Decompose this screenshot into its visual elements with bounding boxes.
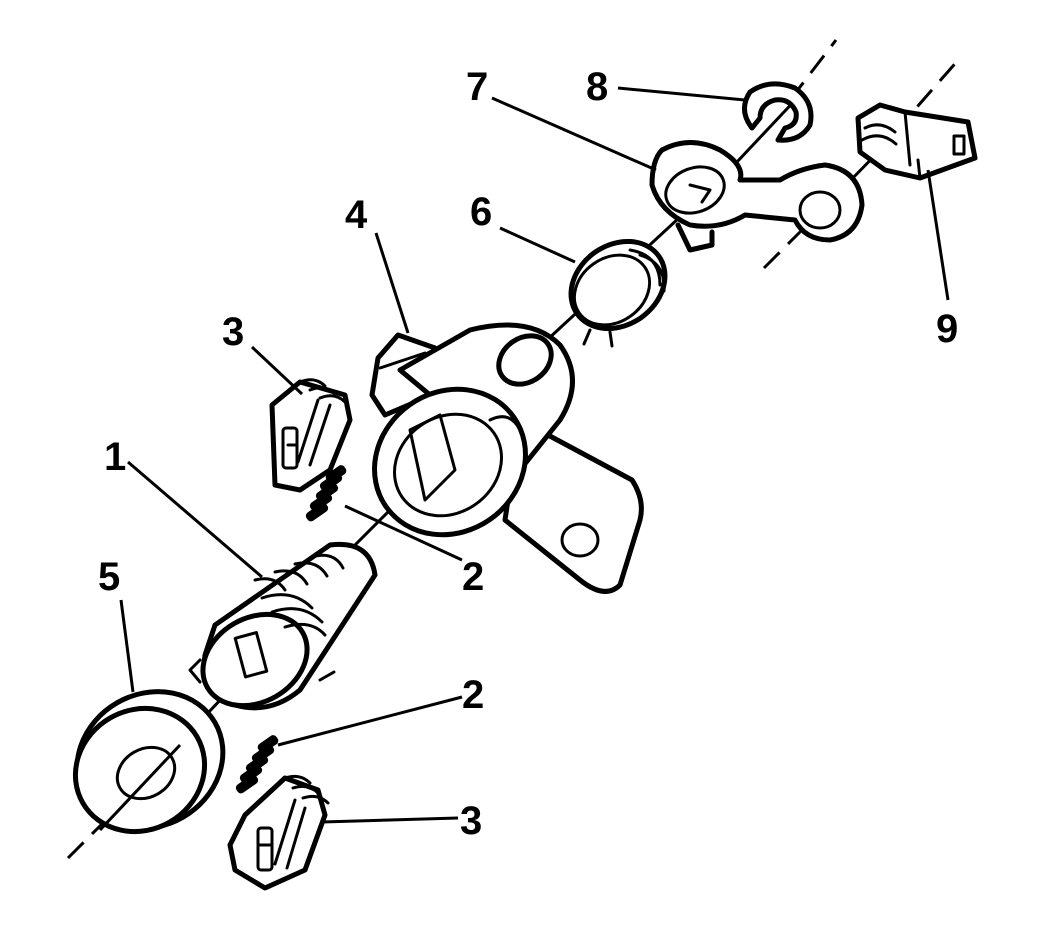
callout-7: 7 [466, 65, 488, 109]
part-return-spring [568, 238, 668, 348]
part-tumbler-pack-upper [269, 378, 353, 493]
leader-2-lower [277, 695, 463, 747]
part-tumbler-springs-upper [305, 465, 347, 522]
leader-9 [926, 169, 950, 301]
leader-7 [491, 96, 657, 172]
part-lock-lever [649, 140, 865, 253]
callout-8: 8 [586, 65, 608, 109]
callout-6: 6 [470, 190, 492, 234]
callout-4: 4 [345, 193, 368, 237]
leader-1 [127, 460, 263, 579]
part-lock-cylinder [188, 541, 378, 711]
part-retaining-clip [742, 81, 814, 143]
callout-5: 5 [98, 555, 120, 599]
part-bezel [72, 689, 226, 835]
callout-3-upper: 3 [222, 310, 244, 354]
part-tumbler-springs-lower [235, 735, 279, 794]
callout-2-lower: 2 [462, 673, 484, 717]
callout-9: 9 [936, 307, 958, 351]
leader-3-lower [321, 816, 459, 824]
leader-2-upper [344, 504, 463, 562]
leader-lines [119, 86, 950, 824]
leader-4 [374, 232, 410, 334]
part-lock-housing [369, 322, 644, 594]
leader-8 [617, 86, 746, 102]
callout-labels: 1 2 2 3 3 4 5 6 7 8 9 [98, 65, 958, 843]
callout-1: 1 [104, 435, 126, 479]
leader-6 [499, 226, 576, 264]
part-tumbler-pack-lower [227, 774, 330, 891]
axis-segment [762, 230, 802, 270]
callout-3-lower: 3 [460, 799, 482, 843]
callout-2-upper: 2 [462, 555, 484, 599]
part-switch-connector [855, 102, 978, 181]
leader-5 [119, 599, 135, 693]
axis-segment [66, 804, 122, 860]
leader-3-upper [250, 345, 304, 396]
